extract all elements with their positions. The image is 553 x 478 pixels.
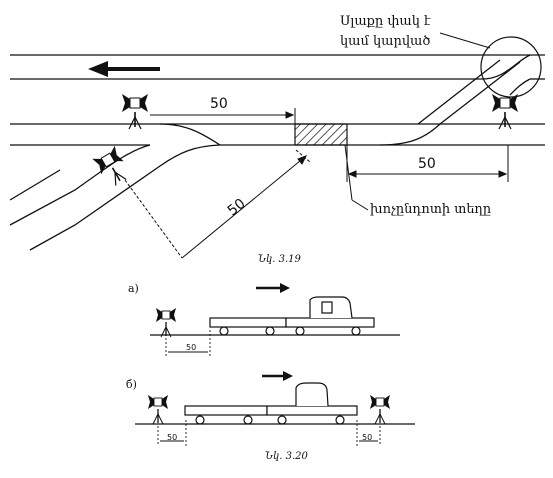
note-line-1: Սլաքը փակ է: [340, 14, 431, 29]
dim-right-label: 50: [418, 156, 436, 172]
figure-3-19: [9, 54, 545, 251]
obstacle-label: խոչընդոտի տեղը: [370, 202, 491, 217]
caption-3-19: Նկ. 3.19: [258, 254, 301, 265]
direction-arrow-a: [256, 283, 290, 293]
part-a-label: a): [128, 282, 139, 295]
dimension-diagonal: [124, 149, 311, 259]
dim-top-label: 50: [210, 96, 228, 112]
dim-b-right-label: 50: [362, 433, 372, 442]
dimension-b-left: [157, 420, 187, 446]
signal-flag-icon: [147, 394, 169, 425]
switch-callout-circle: [480, 36, 542, 98]
signal-flag-icon: [155, 307, 177, 338]
train-a: [150, 296, 400, 336]
train-b: [135, 382, 415, 425]
hatched-obstacle-icon: [294, 123, 348, 146]
dim-diag-label: 50: [225, 196, 249, 220]
dimension-top: [150, 108, 296, 124]
direction-arrow-b: [262, 371, 293, 381]
direction-arrow-icon: [88, 61, 160, 77]
part-b-label: б): [126, 378, 137, 391]
caption-3-20: Նկ. 3.20: [265, 451, 308, 462]
dimension-right: [346, 145, 509, 182]
dim-a-label: 50: [186, 343, 196, 352]
dimension-b-right: [356, 420, 381, 446]
note-line-2: կամ կարված: [340, 34, 430, 49]
dim-b-left-label: 50: [167, 433, 177, 442]
signal-flag-icon: [369, 394, 391, 425]
dimension-a: [165, 330, 211, 356]
